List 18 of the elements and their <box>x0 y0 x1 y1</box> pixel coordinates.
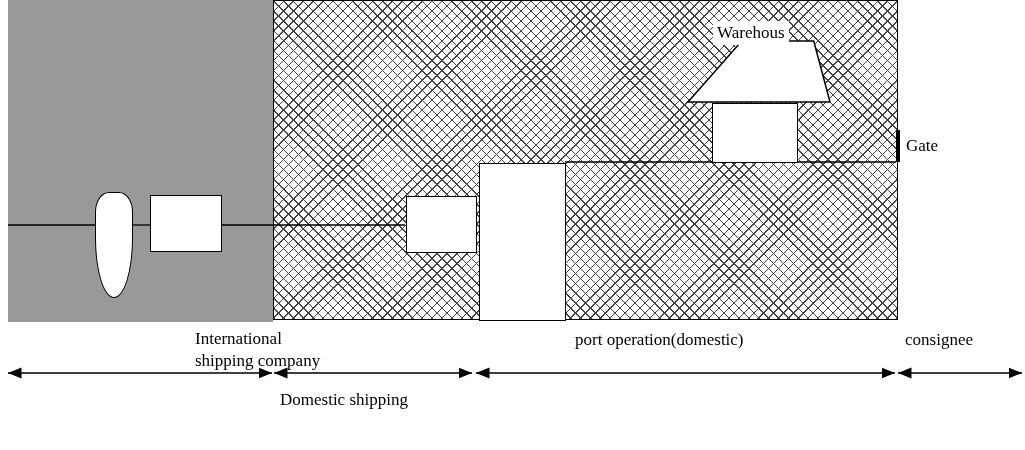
gate-bar <box>896 130 900 162</box>
dimension-label: port operation(domestic) <box>575 330 744 350</box>
ship-shape <box>95 192 133 298</box>
dimension-label: consignee <box>905 330 973 350</box>
container-box <box>406 196 477 253</box>
connector-line <box>132 224 151 226</box>
dimension-label: Domestic shipping <box>280 390 408 410</box>
warehouse-label: Warehous <box>713 21 789 45</box>
container-box <box>479 163 566 321</box>
container-box <box>150 195 222 252</box>
dimension-label: International shipping company <box>195 328 322 372</box>
shipping-area <box>8 0 273 322</box>
warehouse-roof <box>687 21 831 103</box>
container-box <box>712 103 798 163</box>
port-area <box>273 0 898 320</box>
connector-line <box>221 224 406 226</box>
connector-line <box>7 224 96 226</box>
gate-label: Gate <box>906 136 939 156</box>
